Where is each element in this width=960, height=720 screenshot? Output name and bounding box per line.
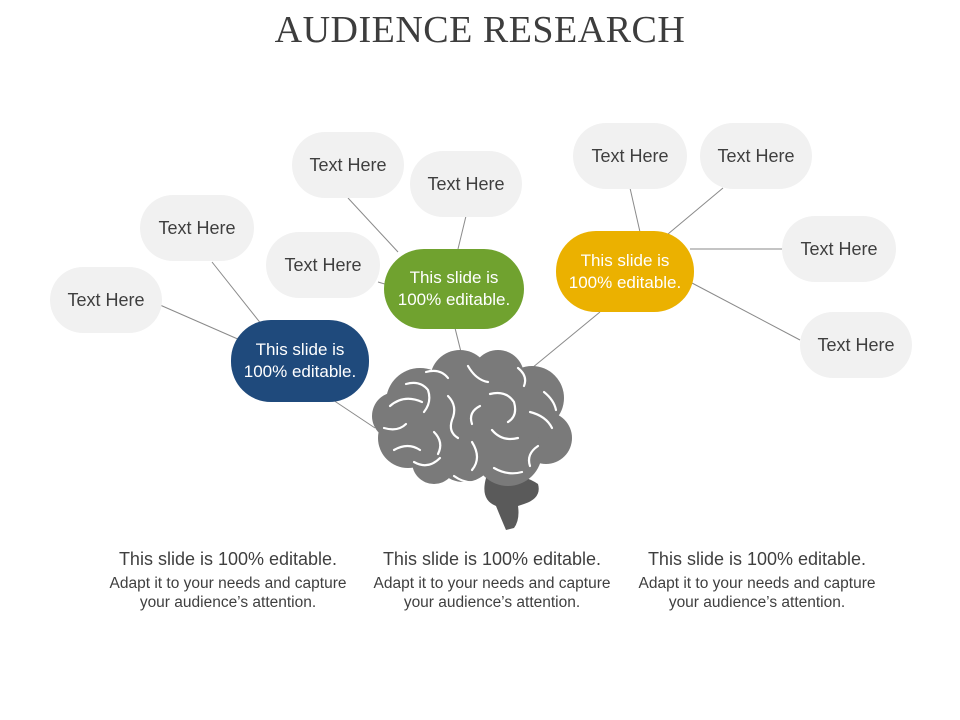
text-bubble: Text Here: [410, 151, 522, 217]
caption-body: Adapt it to your needs and capture your …: [109, 575, 347, 611]
connector-line: [159, 304, 241, 341]
connector-line: [347, 197, 399, 253]
connector-line: [211, 261, 263, 326]
brain-icon: [372, 350, 572, 530]
caption-body: Adapt it to your needs and capture your …: [373, 575, 611, 611]
hub-blue: This slide is 100% editable.: [231, 320, 369, 402]
connector-line: [457, 215, 467, 250]
connector-line: [531, 311, 601, 369]
connector-line: [629, 187, 641, 233]
caption-left: This slide is 100% editable. Adapt it to…: [103, 549, 353, 612]
page-title: AUDIENCE RESEARCH: [274, 9, 686, 51]
text-bubble: Text Here: [50, 267, 162, 333]
caption-heading: This slide is 100% editable.: [118, 549, 338, 569]
text-bubble: Text Here: [140, 195, 254, 261]
text-bubble: Text Here: [573, 123, 687, 189]
text-bubble: Text Here: [700, 123, 812, 189]
hub-gold: This slide is 100% editable.: [556, 231, 694, 312]
connector-line: [329, 397, 376, 429]
caption-center: This slide is 100% editable. Adapt it to…: [367, 549, 617, 612]
connector-line: [691, 282, 801, 341]
text-bubble: Text Here: [292, 132, 404, 198]
caption-right: This slide is 100% editable. Adapt it to…: [632, 549, 882, 612]
text-bubble: Text Here: [266, 232, 380, 298]
text-bubble: Text Here: [782, 216, 896, 282]
caption-body: Adapt it to your needs and capture your …: [638, 575, 876, 611]
text-bubble: Text Here: [800, 312, 912, 378]
connector-line: [667, 187, 724, 235]
caption-heading: This slide is 100% editable.: [647, 549, 867, 569]
caption-heading: This slide is 100% editable.: [382, 549, 602, 569]
hub-green: This slide is 100% editable.: [384, 249, 524, 329]
